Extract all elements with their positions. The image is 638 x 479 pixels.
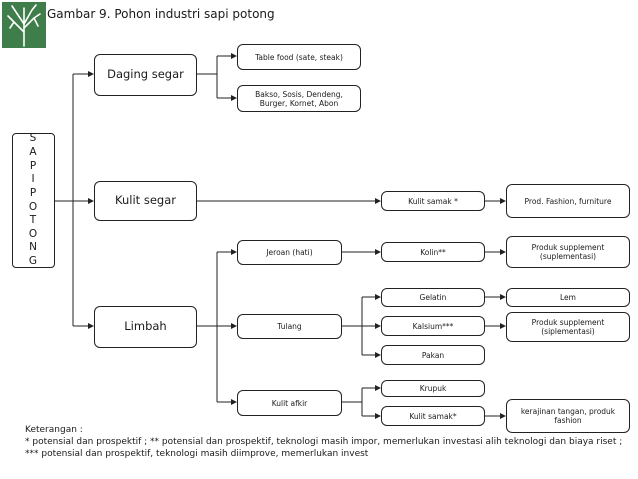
- note-text: * potensial dan prospektif ; ** potensia…: [25, 437, 623, 460]
- kalsium-box: Kalsium***: [381, 316, 485, 336]
- fashion-furniture-box: Prod. Fashion, furniture: [506, 184, 630, 218]
- root-letter: O: [28, 200, 39, 213]
- root-letter: G: [28, 255, 39, 268]
- limbah-box: Limbah: [94, 306, 197, 348]
- produk-supplement-box-2: Produk supplement (siplementasi): [506, 312, 630, 342]
- kulit-samak-box: Kulit samak *: [381, 191, 485, 211]
- root-letter: P: [29, 186, 38, 199]
- root-letter: S: [29, 132, 38, 145]
- root-letter: A: [29, 145, 38, 158]
- root-letter: O: [28, 227, 39, 240]
- note-heading: Keterangan :: [25, 425, 83, 435]
- tree-logo-icon: [2, 2, 46, 48]
- table-food-box: Table food (sate, steak): [237, 44, 361, 70]
- root-letter: P: [29, 159, 38, 172]
- kulit-afkir-box: Kulit afkir: [237, 390, 342, 416]
- root-letter: T: [29, 214, 38, 227]
- daging-segar-box: Daging segar: [94, 54, 197, 96]
- legend-note: Keterangan : * potensial dan prospektif …: [25, 424, 625, 460]
- bakso-box: Bakso, Sosis, Dendeng, Burger, Kornet, A…: [237, 85, 361, 112]
- root-letter: N: [29, 241, 38, 254]
- root-sapi-potong-box: S A P I P O T O N G: [12, 132, 55, 268]
- kulit-samak-box-2: Kulit samak*: [381, 406, 485, 426]
- krupuk-box: Krupuk: [381, 380, 485, 397]
- root-letter: I: [31, 173, 36, 186]
- lem-box: Lem: [506, 288, 630, 307]
- tulang-box: Tulang: [237, 314, 342, 339]
- kerajinan-box: kerajinan tangan, produk fashion: [506, 399, 630, 433]
- pakan-box: Pakan: [381, 345, 485, 365]
- kulit-segar-box: Kulit segar: [94, 181, 197, 221]
- gelatin-box: Gelatin: [381, 288, 485, 307]
- jeroan-box: Jeroan (hati): [237, 240, 342, 265]
- produk-supplement-box-1: Produk supplement (suplementasi): [506, 236, 630, 268]
- kolin-box: Kolin**: [381, 242, 485, 262]
- figure-title: Gambar 9. Pohon industri sapi potong: [47, 7, 275, 21]
